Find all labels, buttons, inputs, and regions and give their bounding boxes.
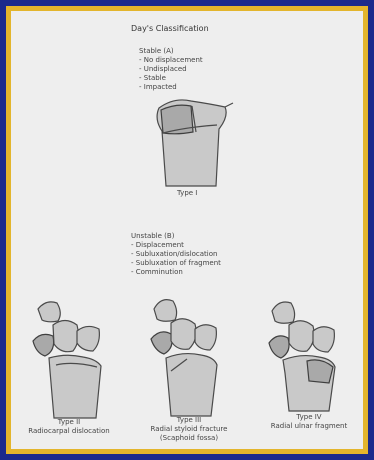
type-iii-caption: Type III Radial styloid fracture (Scapho… xyxy=(139,416,239,443)
group-a-item: - No displacement xyxy=(139,56,203,65)
group-a-item: - Stable xyxy=(139,74,166,83)
diagram-title: Day's Classification xyxy=(131,24,209,33)
group-b-item: - Subluxation/dislocation xyxy=(131,250,217,259)
group-a-heading: Stable (A) xyxy=(139,47,174,56)
group-a-item: - Impacted xyxy=(139,83,177,92)
type-iv-illustration xyxy=(269,302,335,411)
group-a-item: - Undisplaced xyxy=(139,65,187,74)
type-ii-illustration xyxy=(33,302,101,418)
type-i-caption: Type I xyxy=(177,189,197,198)
group-b-heading: Unstable (B) xyxy=(131,232,174,241)
type-iii-illustration xyxy=(151,300,217,416)
type-ii-caption: Type II Radiocarpal dislocation xyxy=(19,418,119,436)
diagram-graphics xyxy=(11,11,363,449)
diagram-sheet: Day's Classification Stable (A) - No dis… xyxy=(11,11,363,449)
group-b-item: - Comminution xyxy=(131,268,183,277)
type-i-illustration xyxy=(157,100,233,186)
group-b-item: - Subluxation of fragment xyxy=(131,259,221,268)
type-iv-caption: Type IV Radial ulnar fragment xyxy=(259,413,359,431)
group-b-item: - Displacement xyxy=(131,241,184,250)
